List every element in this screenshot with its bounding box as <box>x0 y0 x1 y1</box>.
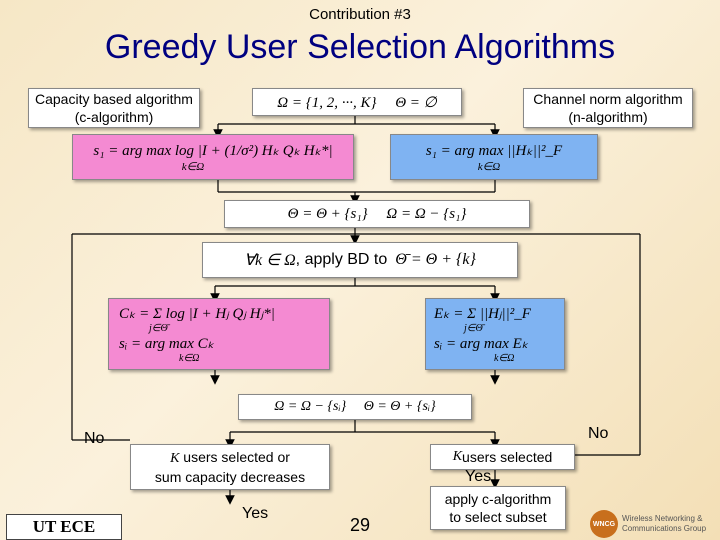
right-decision-text: users selected <box>462 449 553 465</box>
update-sets-formula-1: Θ = Θ + {s₁} Ω = Ω − {s₁} <box>224 200 530 228</box>
ut-ece-logo: UT ECE <box>6 514 122 540</box>
c-loop-capacity-subscript: j∈Θ̄ <box>149 323 168 334</box>
c-loop-select-subscript: k∈Ω <box>179 353 200 364</box>
left-decision-box: K users selected or sum capacity decreas… <box>130 444 330 490</box>
n-loop-select-subscript: k∈Ω <box>494 353 515 364</box>
slide-title: Greedy User Selection Algorithms <box>104 28 616 66</box>
right-decision-box: K users selected <box>430 444 575 470</box>
n-loop-norm-subscript: j∈Θ̄ <box>464 323 483 334</box>
norm-algorithm-label: Channel norm algorithm (n-algorithm) <box>523 88 693 128</box>
n-loop-box: Eₖ = Σ ||Hⱼ||²_F j∈Θ̄ sᵢ = arg max Eₖ k∈… <box>425 298 565 370</box>
right-decision-k: K <box>452 449 463 464</box>
no-label-left: No <box>84 430 105 447</box>
capacity-algorithm-label: Capacity based algorithm (c-algorithm) <box>28 88 200 128</box>
final-step-box: apply c-algorithm to select subset <box>430 486 566 530</box>
slide-supertitle: Contribution #3 <box>309 6 411 23</box>
left-decision-k: K <box>170 451 180 466</box>
loop-prefix: ∀k ∈ Ω <box>244 252 296 269</box>
wncg-text-line2: Communications Group <box>622 524 707 533</box>
left-decision-text: users selected or sum capacity decreases <box>154 449 306 485</box>
c-first-selection-subscript: k∈Ω <box>181 161 205 173</box>
init-formula: Ω = {1, 2, ···, K} Θ = ∅ <box>252 88 462 116</box>
page-number: 29 <box>350 515 371 535</box>
update-sets-formula-2: Ω = Ω − {sᵢ} Θ = Θ + {sᵢ} <box>238 394 472 420</box>
c-first-selection-formula: s₁ = arg max log |I + (1/σ²) Hₖ Qₖ Hₖ*| <box>93 143 333 159</box>
n-first-selection-box: s₁ = arg max ||Hₖ||²_F k∈Ω <box>390 134 598 180</box>
c-loop-select-formula: sᵢ = arg max Cₖ <box>119 336 214 352</box>
n-loop-select-formula: sᵢ = arg max Eₖ <box>434 336 529 352</box>
loop-text: , apply BD to <box>295 251 388 268</box>
yes-label-right: Yes <box>465 468 492 485</box>
c-loop-capacity-formula: Cₖ = Σ log |I + Hⱼ Qⱼ Hⱼ*| <box>119 306 275 322</box>
n-first-selection-formula: s₁ = arg max ||Hₖ||²_F <box>425 143 563 159</box>
wncg-badge-icon: WNCG <box>590 510 618 538</box>
loop-suffix: Θ̄ = Θ + {k} <box>395 251 476 268</box>
n-loop-norm-formula: Eₖ = Σ ||Hⱼ||²_F <box>434 306 531 322</box>
c-loop-box: Cₖ = Σ log |I + Hⱼ Qⱼ Hⱼ*| j∈Θ̄ sᵢ = arg… <box>108 298 330 370</box>
no-label-right: No <box>588 425 609 442</box>
loop-header: ∀k ∈ Ω , apply BD to Θ̄ = Θ + {k} <box>202 242 518 278</box>
yes-label-left: Yes <box>242 505 269 522</box>
c-first-selection-box: s₁ = arg max log |I + (1/σ²) Hₖ Qₖ Hₖ*| … <box>72 134 354 180</box>
wncg-text-line1: Wireless Networking & <box>622 514 703 523</box>
wncg-logo: WNCG Wireless Networking & Communication… <box>590 508 718 538</box>
n-first-selection-subscript: k∈Ω <box>477 161 501 173</box>
